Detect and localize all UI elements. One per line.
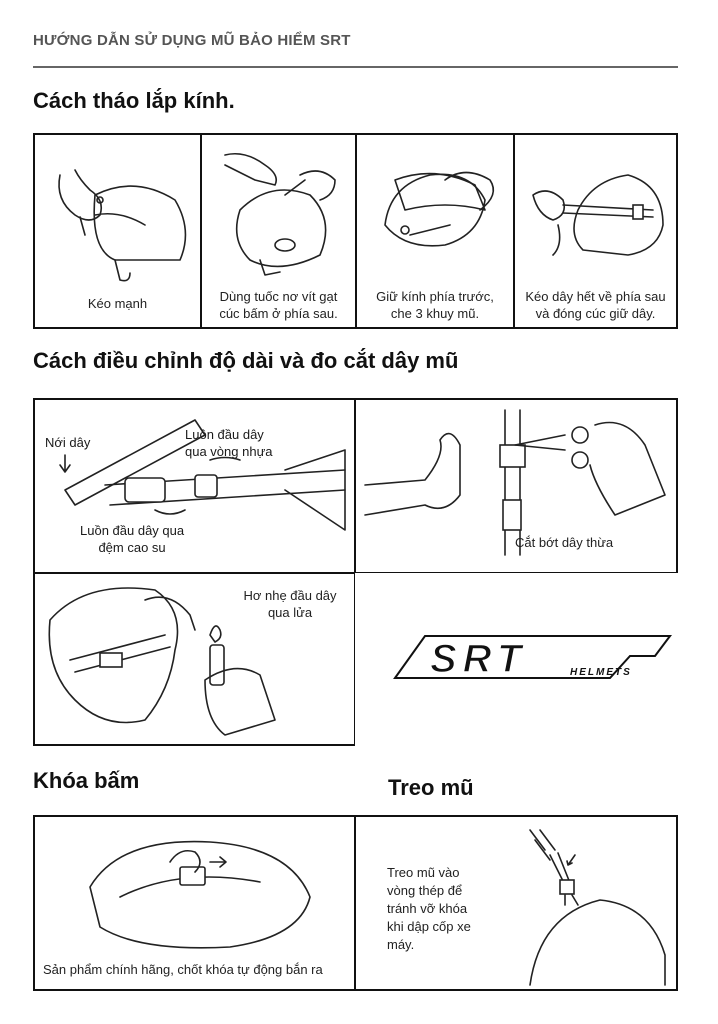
caption-line: Dùng tuốc nơ vít gạt	[219, 289, 338, 304]
caption-line: đệm cao su	[98, 540, 166, 555]
lens-caption-4: Kéo dây hết về phía sau và đóng cúc giữ …	[515, 288, 676, 322]
strap-cut-illustration	[364, 409, 666, 556]
hang-caption: Treo mũ vào vòng thép để tránh vỡ khóa k…	[387, 864, 471, 954]
logo-subtext: HELMETS	[570, 667, 632, 678]
helmet-hang-illustration	[529, 829, 666, 986]
caption-line: và đóng cúc giữ dây.	[535, 306, 656, 321]
caption-line: cúc bấm ở phía sau.	[219, 306, 338, 321]
caption-line: Hơ nhẹ đầu dây	[243, 588, 337, 603]
caption-line: Giữ kính phía trước,	[376, 289, 494, 304]
section-title-lens: Cách tháo lắp kính.	[33, 88, 235, 113]
caption-line: Kéo dây hết về phía sau	[525, 289, 666, 304]
caption-line: Luồn đầu dây	[185, 427, 264, 442]
strap-burn-illustration	[48, 587, 276, 736]
caption-line: máy.	[387, 937, 415, 952]
screwdriver-illustration	[224, 152, 336, 276]
section-title-buckle: Khóa bấm	[33, 768, 140, 793]
buckle-hang-panel-row: Sản phẩm chính hãng, chốt khóa tự động b…	[33, 815, 678, 991]
buckle-press-illustration	[89, 840, 311, 949]
divider	[200, 135, 202, 327]
lens-caption-2: Dùng tuốc nơ vít gạt cúc bấm ở phía sau.	[202, 288, 355, 322]
buckle-caption: Sản phẩm chính hãng, chốt khóa tự động b…	[43, 962, 323, 977]
caption-line: Luồn đầu dây qua	[80, 523, 185, 538]
label-loosen: Nới dây	[45, 435, 91, 450]
caption-line: vòng thép để	[387, 883, 463, 898]
divider	[513, 135, 515, 327]
label-thread-pad: Luồn đầu dây qua đệm cao su	[80, 522, 184, 556]
document-header: HƯỚNG DẪN SỬ DỤNG MŨ BẢO HIỂM SRT	[33, 32, 351, 49]
helmet-pull-illustration	[58, 169, 187, 282]
strap-pull-illustration	[532, 174, 664, 256]
label-burn-end: Hơ nhẹ đầu dây qua lửa	[225, 587, 355, 621]
visor-hold-illustration	[384, 171, 495, 247]
divider	[355, 135, 357, 327]
header-divider	[33, 66, 678, 68]
logo-text: SRT	[430, 637, 527, 681]
lens-caption-1: Kéo mạnh	[87, 296, 148, 311]
section-title-hang: Treo mũ	[388, 775, 474, 800]
caption-line: Treo mũ vào	[387, 865, 460, 880]
strap-adjust-illustration	[59, 419, 346, 531]
divider	[354, 817, 356, 989]
caption-line: qua vòng nhựa	[185, 444, 273, 459]
caption-line: qua lửa	[267, 605, 313, 620]
section-title-strap: Cách điều chỉnh độ dài và đo cắt dây mũ	[33, 348, 459, 373]
caption-line: tránh vỡ khóa	[387, 901, 468, 916]
logo-area: SRT HELMETS	[355, 573, 680, 748]
label-cut-excess: Cắt bớt dây thừa	[515, 535, 614, 550]
caption-line: khi dập cốp xe	[387, 919, 471, 934]
label-thread-ring: Luồn đầu dây qua vòng nhựa	[185, 426, 273, 460]
caption-line: che 3 khuy mũ.	[390, 306, 480, 321]
srt-logo: SRT	[393, 635, 672, 682]
divider	[354, 400, 356, 572]
lens-caption-3: Giữ kính phía trước, che 3 khuy mũ.	[357, 288, 513, 322]
lens-panel-row: Kéo mạnh Dùng tuốc nơ vít gạt cúc bấm ở …	[33, 133, 678, 329]
